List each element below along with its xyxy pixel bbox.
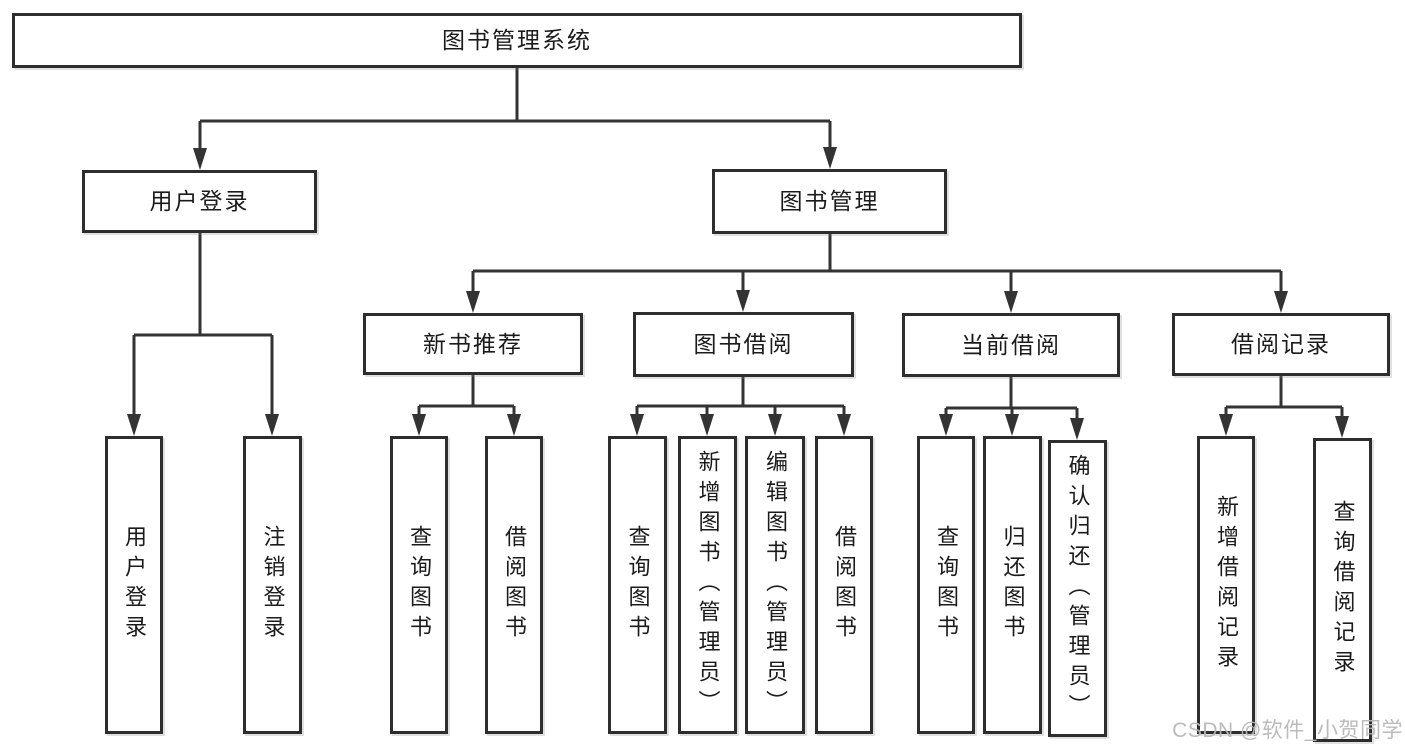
leaf-recommend-borrow-books: 借阅图书: [485, 436, 543, 734]
tree-connector-lines: [132, 68, 1344, 424]
leaf-query-borrow-record: 查询借阅记录: [1313, 438, 1372, 742]
leaf-user-login: 用户登录: [105, 436, 163, 734]
leaf-borrow-query-books: 查询图书: [608, 436, 667, 734]
leaf-add-books-admin-label: 新增图书（管理员）: [695, 450, 721, 720]
node-library-system: 图书管理系统: [12, 13, 1022, 68]
arrowheads: [127, 147, 1349, 440]
node-book-management: 图书管理: [712, 169, 947, 234]
leaf-confirm-return-admin-label: 确认归还（管理员）: [1065, 453, 1091, 724]
node-new-book-recommend-label: 新书推荐: [423, 330, 523, 357]
leaf-user-login-label: 用户登录: [122, 525, 147, 645]
leaf-return-books: 归还图书: [983, 436, 1042, 734]
node-library-system-label: 图书管理系统: [442, 27, 592, 53]
node-book-management-label: 图书管理: [779, 188, 880, 214]
node-book-borrowing: 图书借阅: [633, 312, 854, 377]
node-current-borrowing: 当前借阅: [902, 313, 1120, 377]
leaf-add-borrow-record: 新增借阅记录: [1197, 436, 1255, 734]
leaf-add-borrow-record-label: 新增借阅记录: [1214, 495, 1239, 675]
csdn-watermark: CSDN @软件_小贺同学: [1172, 719, 1403, 742]
leaf-recommend-query-books: 查询图书: [390, 436, 448, 734]
leaf-borrow-books: 借阅图书: [815, 436, 873, 734]
leaf-query-borrow-record-label: 查询借阅记录: [1330, 500, 1356, 680]
node-borrowing-records: 借阅记录: [1172, 313, 1390, 376]
node-borrowing-records-label: 借阅记录: [1231, 331, 1331, 357]
node-new-book-recommend: 新书推荐: [363, 313, 583, 375]
node-user-login-label: 用户登录: [149, 188, 250, 214]
leaf-confirm-return-admin: 确认归还（管理员）: [1048, 440, 1107, 737]
leaf-edit-books-admin-label: 编辑图书（管理员）: [763, 450, 788, 720]
leaf-return-books-label: 归还图书: [1000, 525, 1026, 645]
node-user-login: 用户登录: [82, 170, 317, 233]
leaf-current-query-books: 查询图书: [917, 436, 975, 734]
leaf-recommend-borrow-books-label: 借阅图书: [502, 525, 527, 645]
node-book-borrowing-label: 图书借阅: [693, 331, 794, 357]
leaf-borrow-books-label: 借阅图书: [832, 525, 857, 645]
leaf-logout-label: 注销登录: [260, 525, 286, 645]
node-current-borrowing-label: 当前借阅: [961, 331, 1061, 358]
leaf-edit-books-admin: 编辑图书（管理员）: [745, 436, 805, 734]
leaf-recommend-query-books-label: 查询图书: [407, 525, 432, 645]
leaf-current-query-books-label: 查询图书: [934, 525, 959, 645]
leaf-add-books-admin: 新增图书（管理员）: [678, 436, 737, 734]
leaf-borrow-query-books-label: 查询图书: [625, 525, 651, 645]
leaf-logout: 注销登录: [243, 436, 302, 734]
